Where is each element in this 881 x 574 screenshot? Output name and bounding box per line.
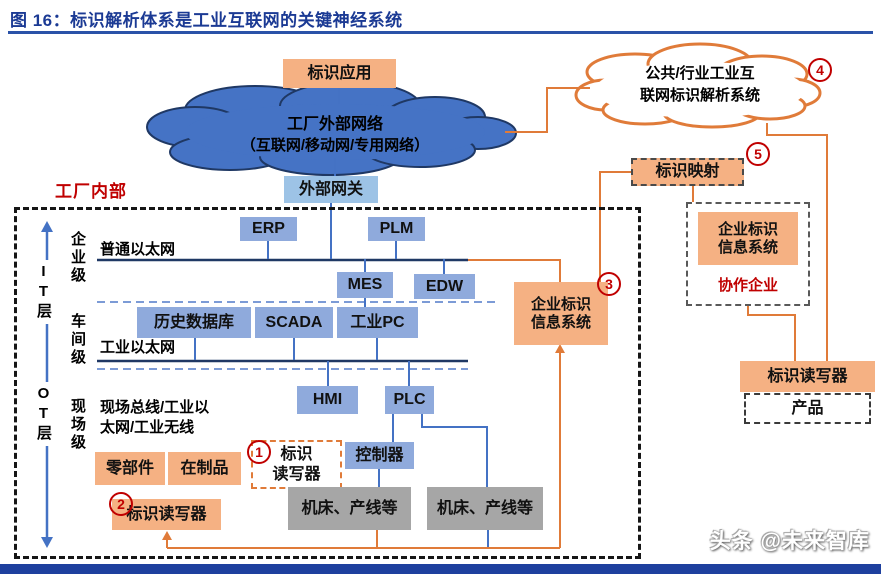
- partner-id-info-system-box: 企业标识 信息系统: [698, 212, 798, 265]
- controller-box: 控制器: [345, 442, 414, 469]
- marker-3: 3: [597, 272, 621, 296]
- marker-5: 5: [746, 142, 770, 166]
- fieldbus-line2: 太网/工业无线: [100, 419, 195, 437]
- mes-box: MES: [337, 272, 393, 298]
- enterprise-id-info-line1: 企业标识: [530, 295, 591, 313]
- external-network-cloud-label: 工厂外部网络 （互联网/移动网/专用网络）: [165, 110, 505, 155]
- partner-id-info-line2: 信息系统: [717, 238, 778, 256]
- id-reader-1-line1: 标识: [280, 446, 313, 464]
- scada-box: SCADA: [255, 307, 333, 338]
- fieldbus-label: 现场总线/工业以 太网/工业无线: [100, 398, 209, 439]
- product-box: 产品: [744, 393, 871, 424]
- marker-2: 2: [109, 492, 133, 516]
- machine-box-1: 机床、产线等: [288, 487, 411, 530]
- public-cloud-line1: 公共/行业工业互: [645, 65, 755, 82]
- blue-cloud-body: [185, 104, 485, 160]
- external-network-line2: （互联网/移动网/专用网络）: [240, 137, 430, 154]
- enterprise-id-info-system-box: 企业标识 信息系统: [514, 282, 608, 345]
- edw-box: EDW: [414, 274, 475, 299]
- external-gateway-box: 外部网关: [284, 176, 378, 203]
- fieldbus-line1: 现场总线/工业以: [100, 399, 210, 416]
- industrial-pc-box: 工业PC: [337, 307, 418, 338]
- level-enterprise-label: 企业级: [69, 231, 86, 285]
- external-network-line1: 工厂外部网络: [286, 116, 383, 133]
- public-cloud-body: [595, 62, 805, 118]
- erp-box: ERP: [240, 217, 297, 241]
- partner-enterprise-label: 协作企业: [717, 277, 778, 294]
- plm-box: PLM: [368, 217, 425, 241]
- partner-id-info-line1: 企业标识: [717, 220, 778, 238]
- wip-box: 在制品: [168, 452, 241, 485]
- bottom-blue-bar: [0, 564, 881, 574]
- level-workshop-label: 车间级: [69, 313, 86, 367]
- figure-title: 图 16：标识解析体系是工业互联网的关键神经系统: [10, 11, 403, 30]
- it-layer-label: IT层: [35, 260, 52, 324]
- id-reader-1-line2: 读写器: [272, 465, 321, 483]
- ot-layer-label: OT层: [35, 382, 52, 446]
- factory-boundary: [14, 207, 641, 559]
- marker-1: 1: [247, 440, 271, 464]
- hmi-box: HMI: [297, 386, 358, 414]
- historian-box: 历史数据库: [137, 307, 251, 338]
- title-underline: [8, 31, 873, 34]
- id-application-box: 标识应用: [283, 59, 396, 88]
- watermark: 头条 @未来智库: [709, 530, 870, 553]
- parts-box: 零部件: [95, 452, 165, 485]
- public-cloud-line2: 联网标识解析系统: [639, 87, 760, 104]
- enterprise-id-info-line2: 信息系统: [530, 313, 591, 331]
- factory-label: 工厂内部: [55, 182, 127, 201]
- marker-4: 4: [808, 58, 832, 82]
- machine-box-2: 机床、产线等: [427, 487, 543, 530]
- partner-id-reader-box: 标识读写器: [740, 361, 875, 392]
- plc-box: PLC: [385, 386, 434, 414]
- id-mapping-box: 标识映射: [631, 158, 744, 186]
- industrial-ethernet-label: 工业以太网: [100, 339, 176, 356]
- ethernet-label: 普通以太网: [100, 241, 176, 258]
- level-field-label: 现场级: [69, 398, 86, 452]
- public-cloud-label: 公共/行业工业互 联网标识解析系统: [585, 63, 815, 107]
